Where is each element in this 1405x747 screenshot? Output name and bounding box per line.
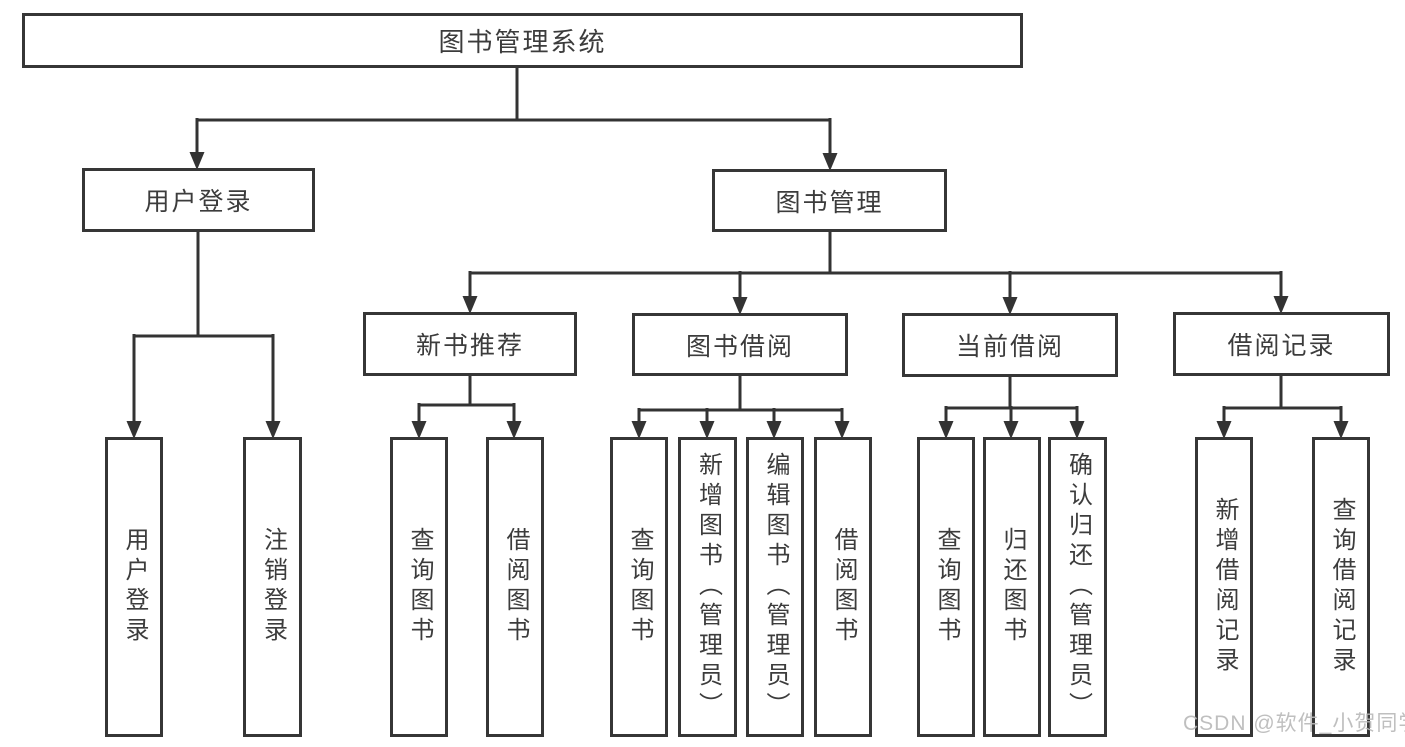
- leaf-borrow-books-recommend: 借阅图书: [486, 437, 544, 737]
- leaf-user-login: 用户登录: [105, 437, 163, 737]
- leaf-query-books-current: 查询图书: [917, 437, 975, 737]
- leaf-logout: 注销登录: [243, 437, 302, 737]
- node-borrow-records: 借阅记录: [1173, 312, 1390, 376]
- node-root: 图书管理系统: [22, 13, 1023, 68]
- node-user-login: 用户登录: [82, 168, 315, 232]
- leaf-add-book-admin: 新增图书（管理员）: [678, 437, 737, 737]
- leaf-query-books-borrow: 查询图书: [610, 437, 668, 737]
- tree-edges: [132, 67, 1343, 427]
- leaf-query-borrow-record: 查询借阅记录: [1312, 437, 1370, 737]
- leaf-edit-book-admin: 编辑图书（管理员）: [746, 437, 804, 737]
- leaf-borrow-books-2: 借阅图书: [814, 437, 872, 737]
- node-book-borrow: 图书借阅: [632, 313, 848, 376]
- leaf-query-books-recommend: 查询图书: [390, 437, 448, 737]
- node-current-borrow: 当前借阅: [902, 313, 1118, 377]
- leaf-confirm-return-admin: 确认归还（管理员）: [1048, 437, 1107, 737]
- leaf-return-book: 归还图书: [983, 437, 1041, 737]
- watermark: CSDN @软件_小贺同学: [1183, 712, 1405, 735]
- node-book-management: 图书管理: [712, 169, 947, 232]
- leaf-add-borrow-record: 新增借阅记录: [1195, 437, 1253, 737]
- node-new-book-recommend: 新书推荐: [363, 312, 577, 376]
